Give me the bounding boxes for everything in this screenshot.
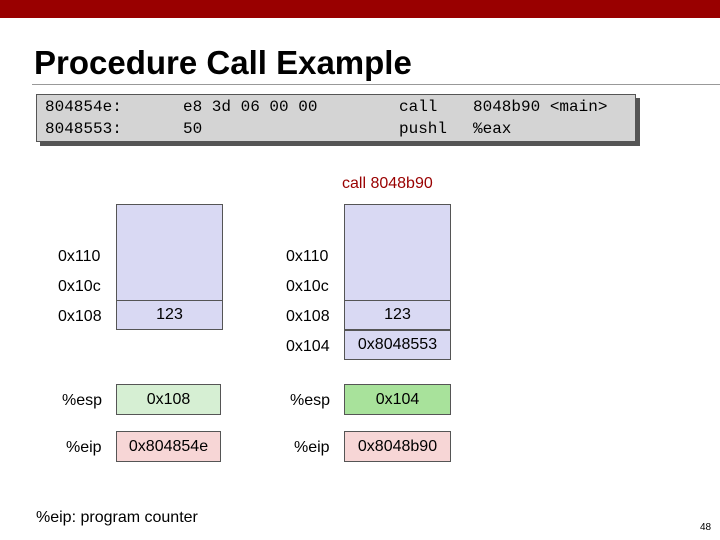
stack-before-address-0x108: 0x108 bbox=[58, 308, 102, 325]
slide-title: Procedure Call Example bbox=[34, 44, 412, 81]
eip-after-value: 0x8048b90 bbox=[357, 437, 438, 455]
esp-after-label: %esp bbox=[290, 392, 331, 409]
stack-after-address-0x108: 0x108 bbox=[286, 308, 330, 325]
stack-before-top-cell: 123 bbox=[116, 300, 223, 330]
eip-before-value: 0x804854e bbox=[128, 437, 209, 455]
page-number: 48 bbox=[700, 522, 712, 533]
stack-before-address-0x10c: 0x10c bbox=[58, 278, 101, 295]
eip-before-register: 0x804854e bbox=[116, 431, 221, 462]
esp-before-register: 0x108 bbox=[116, 384, 221, 415]
esp-after-value: 0x104 bbox=[375, 390, 420, 408]
header-bar bbox=[0, 0, 720, 18]
stack-after-body bbox=[344, 204, 451, 302]
code-line-1-operand: 8048b90 <main> bbox=[473, 98, 608, 116]
code-line-2-address: 8048553: bbox=[45, 120, 122, 138]
code-line-1-bytes: e8 3d 06 00 00 bbox=[183, 98, 318, 116]
stack-after-cell-0x108: 123 bbox=[344, 300, 451, 330]
transition-label: call 8048b90 bbox=[342, 175, 433, 192]
footnote: %eip: program counter bbox=[36, 509, 198, 526]
eip-after-label: %eip bbox=[294, 439, 330, 456]
title-divider bbox=[32, 84, 720, 85]
esp-after-register: 0x104 bbox=[344, 384, 451, 415]
eip-after-register: 0x8048b90 bbox=[344, 431, 451, 462]
stack-after-address-0x110: 0x110 bbox=[286, 248, 329, 265]
code-line-1-instr: call bbox=[399, 98, 438, 116]
stack-after-value-0x108: 123 bbox=[384, 306, 411, 323]
code-line-2-instr: pushl bbox=[399, 120, 448, 138]
esp-before-label: %esp bbox=[62, 392, 103, 409]
stack-before-address-0x110: 0x110 bbox=[58, 248, 101, 265]
stack-before-top-value: 123 bbox=[156, 306, 183, 323]
stack-before-body bbox=[116, 204, 223, 302]
code-line-1-address: 804854e: bbox=[45, 98, 122, 116]
stack-after-cell-0x104: 0x8048553 bbox=[344, 330, 451, 360]
stack-after-address-0x10c: 0x10c bbox=[286, 278, 329, 295]
code-line-2-operand: %eax bbox=[473, 120, 512, 138]
eip-before-label: %eip bbox=[66, 439, 102, 456]
stack-after-address-0x104: 0x104 bbox=[286, 338, 330, 355]
code-line-2-bytes: 50 bbox=[183, 120, 203, 138]
esp-before-value: 0x108 bbox=[146, 390, 191, 408]
stack-after-value-0x104: 0x8048553 bbox=[357, 336, 438, 353]
code-listing: 804854e: e8 3d 06 00 00 call 8048b90 <ma… bbox=[36, 94, 636, 142]
